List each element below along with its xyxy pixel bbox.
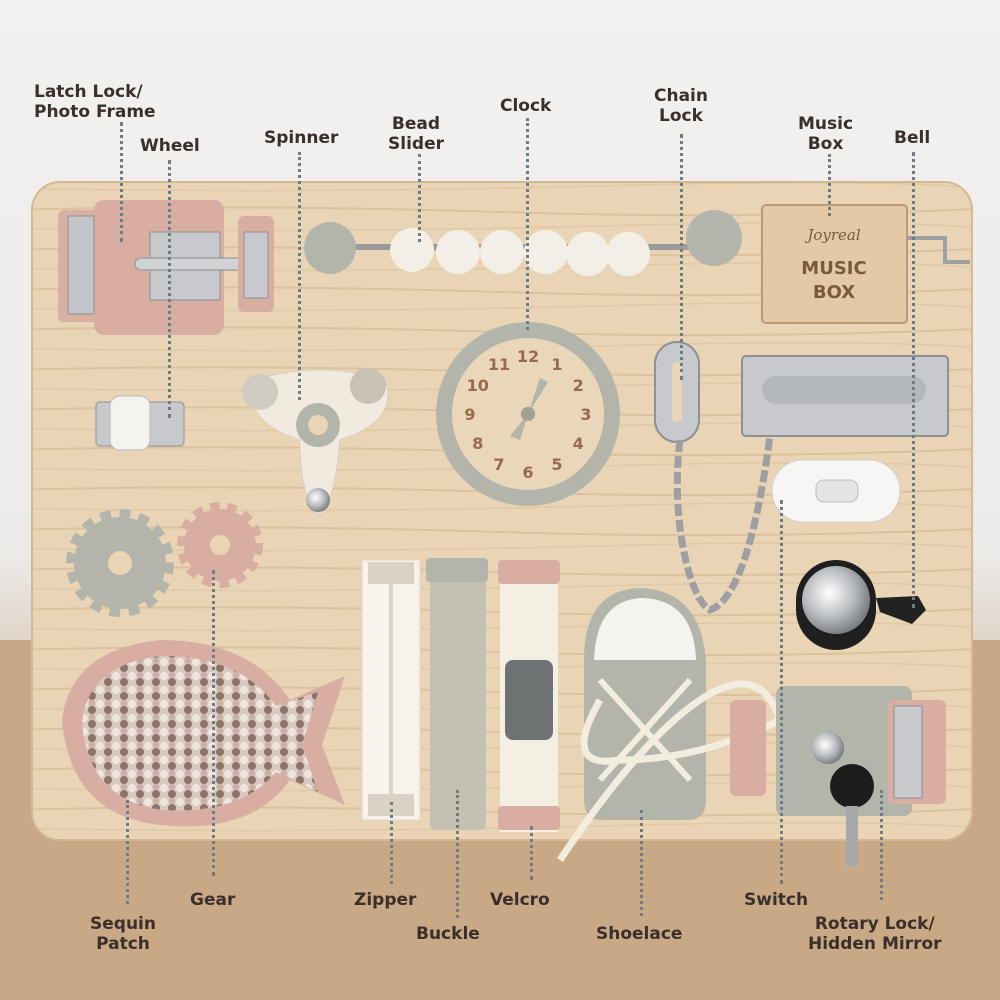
leader-switch xyxy=(780,500,783,884)
buckle-strap[interactable] xyxy=(426,558,488,830)
chain-lock[interactable] xyxy=(654,341,949,614)
wheel[interactable] xyxy=(95,395,185,451)
bead-slider[interactable] xyxy=(304,210,742,276)
label-bell: Bell xyxy=(894,128,931,148)
leader-latch-lock xyxy=(120,122,123,242)
clock-number: 6 xyxy=(522,463,533,482)
leader-chain-lock xyxy=(680,134,683,380)
clock-number: 8 xyxy=(472,434,483,453)
leader-sequin-patch xyxy=(126,800,129,904)
label-wheel: Wheel xyxy=(140,136,200,156)
label-clock: Clock xyxy=(500,96,552,116)
clock-number: 1 xyxy=(551,355,562,374)
label-bead-slider: Bead Slider xyxy=(388,114,444,154)
music-box-text-line1: MUSIC xyxy=(801,258,866,279)
label-sequin-patch: Sequin Patch xyxy=(90,914,156,954)
leader-shoelace xyxy=(640,810,643,916)
leader-rotary-lock xyxy=(880,790,883,900)
label-chain-lock: Chain Lock xyxy=(654,86,708,126)
music-box-logo: Joyreal xyxy=(804,226,861,244)
clock-number: 11 xyxy=(488,355,510,374)
music-box-text-line2: BOX xyxy=(813,282,855,303)
clock-number: 4 xyxy=(573,434,584,453)
clock-number: 10 xyxy=(467,376,489,395)
switch[interactable] xyxy=(771,459,901,523)
sequin-patch[interactable] xyxy=(62,640,345,827)
music-box[interactable]: Joyreal MUSIC BOX xyxy=(761,204,970,324)
clock-number: 5 xyxy=(551,455,562,474)
leader-wheel xyxy=(168,160,171,418)
clock-number: 7 xyxy=(493,455,504,474)
label-music-box: Music Box xyxy=(798,114,854,154)
leader-velcro xyxy=(530,826,533,880)
label-buckle: Buckle xyxy=(416,924,480,944)
rotary-lock-hidden-mirror[interactable] xyxy=(730,686,946,866)
spinner[interactable] xyxy=(242,368,389,516)
leader-bead-slider xyxy=(418,154,421,242)
label-zipper: Zipper xyxy=(354,890,417,910)
leader-music-box xyxy=(828,154,831,216)
clock-number: 3 xyxy=(580,405,591,424)
label-velcro: Velcro xyxy=(490,890,550,910)
label-gear: Gear xyxy=(190,890,236,910)
label-spinner: Spinner xyxy=(264,128,339,148)
label-rotary-lock: Rotary Lock/ Hidden Mirror xyxy=(808,914,942,954)
label-latch-lock: Latch Lock/ Photo Frame xyxy=(34,82,156,122)
label-shoelace: Shoelace xyxy=(596,924,683,944)
leader-clock xyxy=(526,118,529,330)
clock-number: 9 xyxy=(464,405,475,424)
shoelace-shoe[interactable] xyxy=(557,588,785,862)
leader-bell xyxy=(912,152,915,608)
velcro-strap[interactable] xyxy=(498,560,560,832)
gears[interactable] xyxy=(66,502,263,617)
label-switch: Switch xyxy=(744,890,809,910)
leader-spinner xyxy=(298,152,301,400)
leader-zipper xyxy=(390,802,393,884)
clock-number: 12 xyxy=(517,347,539,366)
latch-lock-photo-frame[interactable] xyxy=(58,200,274,335)
leader-gear xyxy=(212,570,215,876)
clock-number: 2 xyxy=(573,376,584,395)
leader-buckle xyxy=(456,790,459,918)
zipper[interactable] xyxy=(361,559,421,821)
